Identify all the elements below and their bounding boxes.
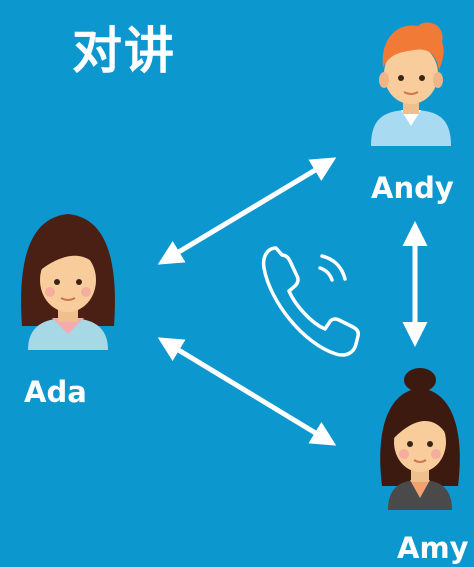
andy-name: Andy — [371, 171, 454, 205]
arrow-ada-amy — [157, 337, 337, 446]
amy-avatar — [380, 368, 460, 510]
arrow-ada-andy — [157, 157, 337, 265]
page-title: 对讲 — [72, 22, 176, 80]
phone-icon — [261, 246, 360, 357]
ada-avatar — [21, 214, 115, 350]
amy-name: Amy — [397, 531, 469, 565]
andy-avatar — [371, 22, 451, 146]
ada-name: Ada — [24, 375, 87, 409]
